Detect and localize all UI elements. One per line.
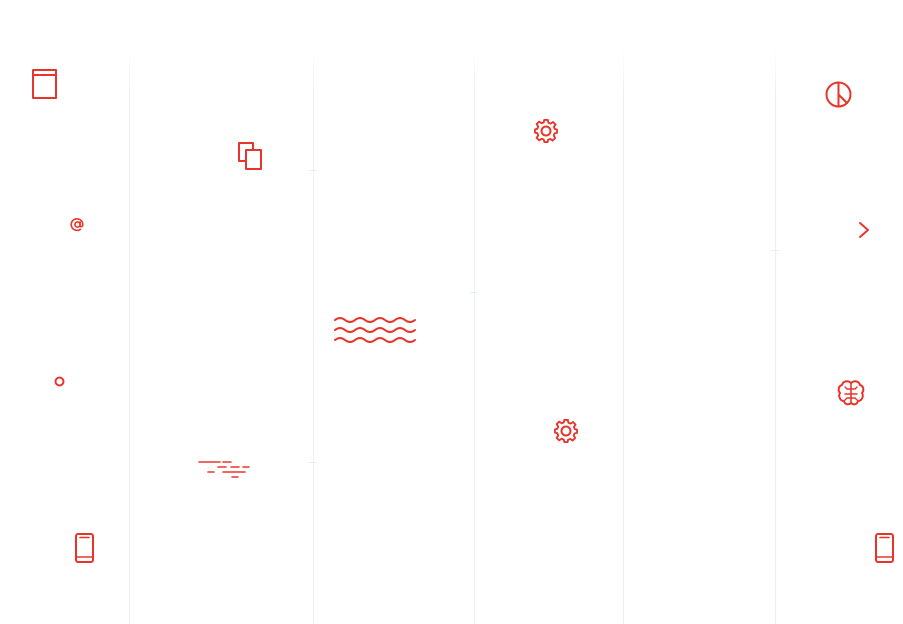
column-divider [623, 48, 624, 624]
column-divider [129, 48, 130, 624]
peace-icon [825, 81, 852, 108]
waves-icon [334, 316, 416, 344]
smartphone-icon [875, 533, 894, 563]
column-divider [775, 48, 776, 624]
circle-icon [54, 376, 65, 387]
column-divider [313, 48, 314, 624]
gear-icon [533, 118, 559, 144]
column-divider [474, 48, 475, 624]
copy-icon [238, 142, 263, 170]
divider-tick [771, 250, 779, 251]
fog-lines-icon [198, 460, 252, 480]
at-sign-icon [70, 217, 85, 232]
divider-tick [470, 292, 478, 293]
smartphone-icon [75, 533, 94, 563]
brain-icon [837, 379, 865, 407]
divider-tick [309, 170, 317, 171]
book-icon [32, 69, 57, 99]
gear-icon [553, 418, 579, 444]
divider-tick [309, 462, 317, 463]
chevron-right-icon[interactable] [858, 221, 870, 239]
